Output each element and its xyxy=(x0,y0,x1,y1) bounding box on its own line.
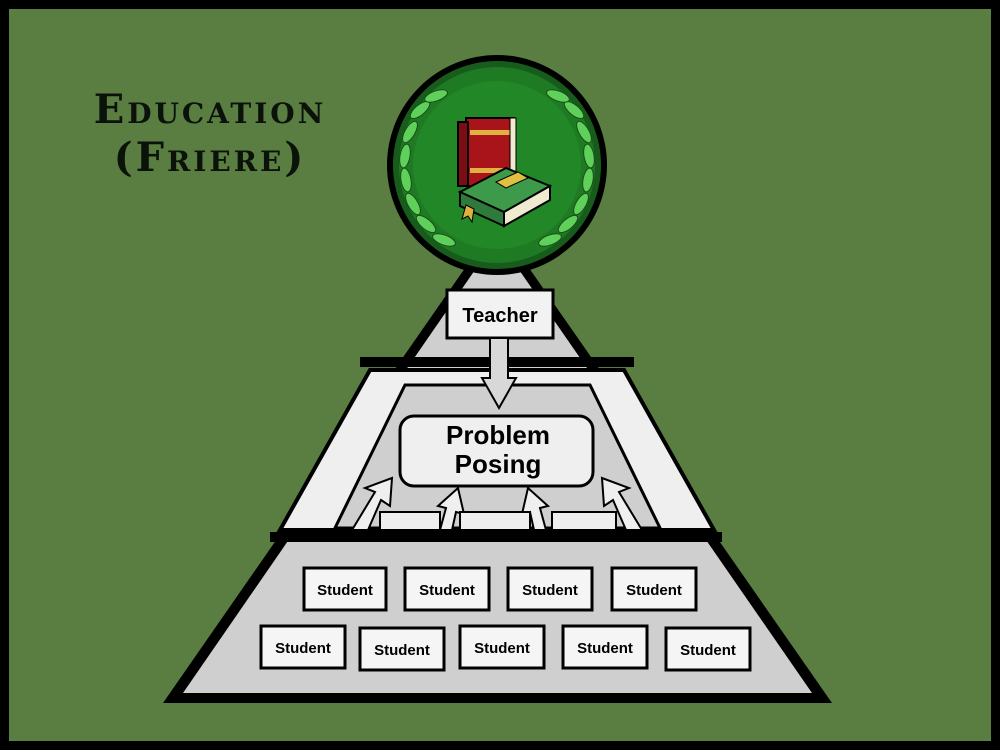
students-row-1: Student Student Student Student xyxy=(302,566,698,612)
student-label: Student xyxy=(419,582,475,599)
green-book xyxy=(457,166,553,228)
students-row-2: Student Student Student Student Student xyxy=(259,624,752,672)
student-box: Student xyxy=(259,624,347,670)
teacher-box: Teacher xyxy=(445,288,555,340)
up-arrow-1 xyxy=(350,476,394,531)
student-box: Student xyxy=(506,566,594,612)
student-label: Student xyxy=(680,642,736,659)
student-box: Student xyxy=(610,566,698,612)
center-label-line-2: Posing xyxy=(455,449,542,479)
books-laurel-icon xyxy=(387,55,607,275)
student-label: Student xyxy=(317,582,373,599)
up-arrow-2 xyxy=(435,486,466,531)
arrow-base-1 xyxy=(379,511,441,531)
student-label: Student xyxy=(577,640,633,657)
student-label: Student xyxy=(474,640,530,657)
student-box: Student xyxy=(302,566,388,612)
student-label: Student xyxy=(522,582,578,599)
student-label: Student xyxy=(626,582,682,599)
student-label: Student xyxy=(275,640,331,657)
student-label: Student xyxy=(374,642,430,659)
slide-title: Education (Friere) xyxy=(40,86,380,182)
student-box: Student xyxy=(561,624,649,670)
middle-tier-outline xyxy=(276,368,718,532)
arrow-base-3 xyxy=(551,511,617,531)
problem-posing-box: Problem Posing xyxy=(398,414,595,488)
up-arrow-4 xyxy=(600,476,644,531)
arrow-base-2 xyxy=(459,511,531,531)
student-up-arrows xyxy=(350,476,644,531)
teacher-down-arrow xyxy=(480,337,518,411)
student-box: Student xyxy=(358,626,446,672)
student-box: Student xyxy=(403,566,491,612)
student-box: Student xyxy=(664,626,752,672)
teacher-label: Teacher xyxy=(462,305,537,327)
laurel-wreath xyxy=(399,89,595,247)
title-line-2: (Friere) xyxy=(113,134,307,181)
center-label-line-1: Problem xyxy=(446,420,550,450)
student-box: Student xyxy=(458,624,546,670)
title-line-1: Education xyxy=(93,86,327,133)
